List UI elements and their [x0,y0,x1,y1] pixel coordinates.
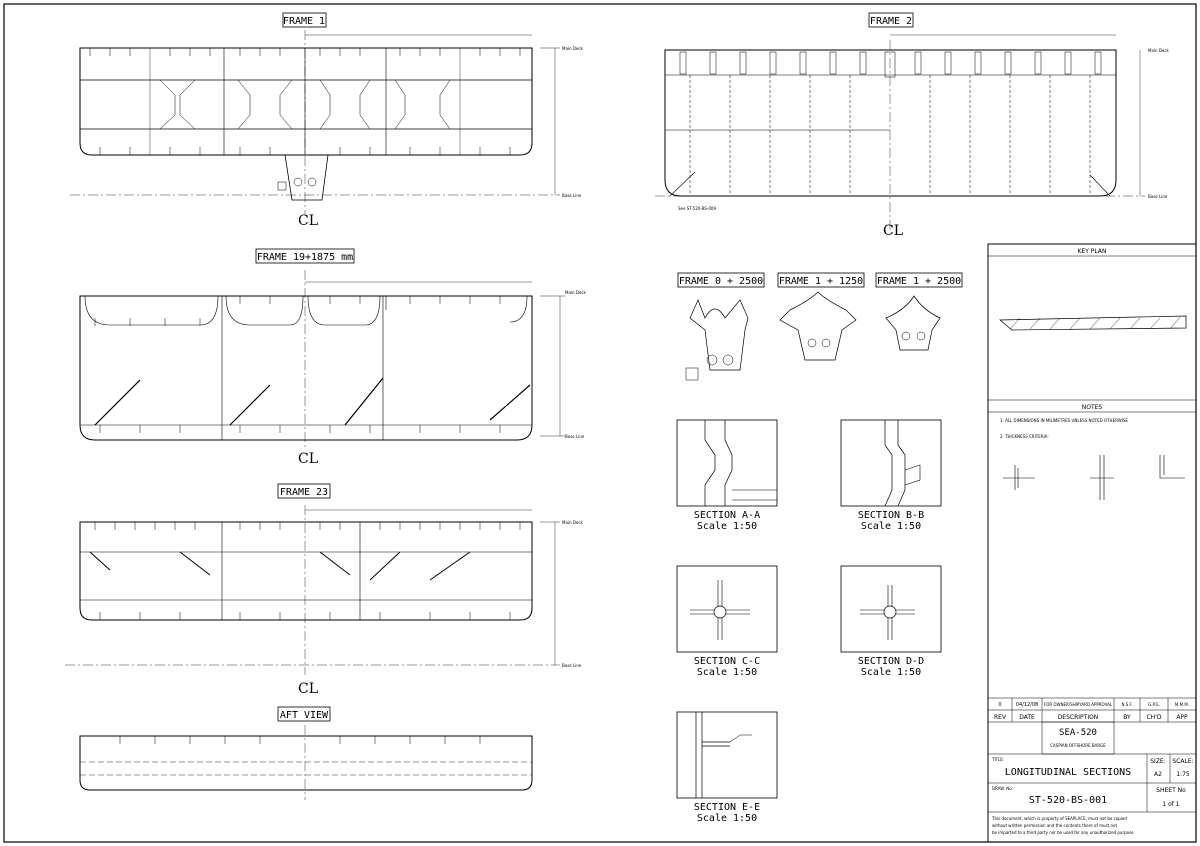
vessel-name: CASPIAN OFFSHORE BARGE [1050,743,1106,748]
frame-19-main-deck: Main Deck [565,290,587,295]
section-d-d: SECTION D-D Scale 1:50 [840,565,942,678]
title-label: TITLE: [991,757,1004,762]
sheet-value: 1 of 1 [1162,801,1179,808]
aft-view: AFT VIEW [79,706,533,800]
frame-2-view: FRAME 2 Main Deck Base Line See ST-520-B… [655,12,1170,239]
section-d-d-title: SECTION D-D [858,656,924,667]
notes-title: NOTES [1082,404,1103,411]
frame-23-hull [79,521,533,621]
section-e-e-scale: Scale 1:50 [697,813,757,824]
sheet-border [3,3,1197,843]
frame-1-centerline: CL [298,213,318,229]
description-header: DESCRIPTION [1058,714,1099,721]
frame-0-2500-title-box [677,272,765,288]
frame-1-1250-title-box [777,272,865,288]
frame-23-view: FRAME 23 Main Deck Base Line CL [65,483,584,697]
frame-1-title-box [282,12,327,28]
frame-2-see-ref: See ST-520-BS-009 [678,206,716,211]
rev-chd: G.P.G. [1148,702,1160,707]
section-b-b: SECTION B-B Scale 1:50 [840,419,942,532]
drawing-title: LONGITUDINAL SECTIONS [1005,767,1131,778]
section-e-e: SECTION E-E Scale 1:50 [676,711,778,824]
frame-1-view: FRAME 1 [70,12,584,229]
project-name: SEA-520 [1059,728,1097,738]
disclaimer-line-2: without written permission and the conte… [992,823,1117,828]
frame-1-title: FRAME 1 [283,16,325,27]
scale-label: SCALE: [1172,758,1193,765]
rev-by: N.S.F. [1121,702,1132,707]
scale-value: 1:75 [1176,771,1190,778]
rev-no: 0 [998,702,1001,708]
frame-19-title-box [255,248,355,264]
frame-19-centerline: CL [298,451,318,467]
date-header: DATE [1019,714,1035,721]
drawing-number: ST-520-BS-001 [1029,795,1107,806]
size-value: A2 [1154,771,1162,778]
frame-1-2500-title: FRAME 1 + 2500 [877,276,961,287]
frame-1-2500-title-box [875,272,963,288]
frame-19-title: FRAME 19+1875 mm [257,252,353,263]
frame-23-base-line: Base Line [562,663,582,668]
sheet-label: SHEET No [1156,787,1186,794]
rev-header: REV [994,714,1007,721]
frame-23-main-deck: Main Deck [562,520,584,525]
frame-2-centerline: CL [883,223,903,239]
frame-23-centerline: CL [298,681,318,697]
frame-2-title: FRAME 2 [870,16,912,27]
frame-1-hull [79,47,533,156]
disclaimer-line-3: be imparted to a third party nor be used… [992,830,1134,835]
rev-app: M.M.M. [1175,702,1189,707]
rev-desc: FOR OWNER/SHIPYARD APPROVAL [1044,702,1113,707]
frame-2-base-line: Base Line [1148,194,1168,199]
section-a-a-scale: Scale 1:50 [697,521,757,532]
section-b-b-scale: Scale 1:50 [861,521,921,532]
frame-1-2500-view: FRAME 1 + 2500 [875,272,963,351]
section-c-c-scale: Scale 1:50 [697,667,757,678]
aft-view-title-box [277,706,331,722]
frame-23-title: FRAME 23 [280,487,328,498]
frame-2-hull [664,49,1117,197]
frame-19-hull [79,295,533,441]
size-label: SIZE: [1150,758,1166,765]
section-e-e-title: SECTION E-E [694,802,760,813]
note-1: 1. ALL DIMENSIONS IN MILIMETRES UNLESS N… [1000,418,1128,423]
note-2: 2. THICKNESS CRITERIA: [1000,434,1049,439]
section-b-b-title: SECTION B-B [858,510,924,521]
aft-view-title: AFT VIEW [280,710,329,721]
frame-19-view: FRAME 19+1875 mm Main Deck Base Line CL [79,248,587,467]
by-header: BY [1123,714,1131,721]
frame-0-2500-title: FRAME 0 + 2500 [679,276,763,287]
rev-date: 04/12/08 [1016,702,1038,708]
frame-0-2500-view: FRAME 0 + 2500 [677,272,765,381]
aft-view-hull [79,735,533,791]
app-header: APP [1176,714,1188,721]
disclaimer-line-1: This document, which is property of SEAP… [991,816,1127,821]
section-c-c: SECTION C-C Scale 1:50 [676,565,778,678]
frame-1-skeg [284,154,329,201]
section-d-d-scale: Scale 1:50 [861,667,921,678]
title-block: KEY PLAN NOTES 1. ALL DIMENSIONS IN MILI… [987,243,1197,843]
frame-19-base-line: Base Line [565,434,585,439]
drawing-no-label: DRAW. No: [992,786,1013,791]
section-a-a-title: SECTION A-A [694,510,760,521]
key-plan-barge [999,315,1187,331]
section-c-c-title: SECTION C-C [694,656,760,667]
frame-23-title-box [277,483,331,499]
section-a-a: SECTION A-A Scale 1:50 [676,419,778,532]
frame-1-main-deck: Main Deck [562,46,584,51]
chd-header: CH'D [1147,714,1162,721]
frame-2-title-box [868,12,914,28]
frame-1-1250-view: FRAME 1 + 1250 [777,272,865,361]
frame-2-main-deck: Main Deck [1148,48,1170,53]
frame-1-base-line: Base Line [562,193,582,198]
key-plan-title: KEY PLAN [1078,248,1107,255]
frame-1-1250-title: FRAME 1 + 1250 [779,276,863,287]
